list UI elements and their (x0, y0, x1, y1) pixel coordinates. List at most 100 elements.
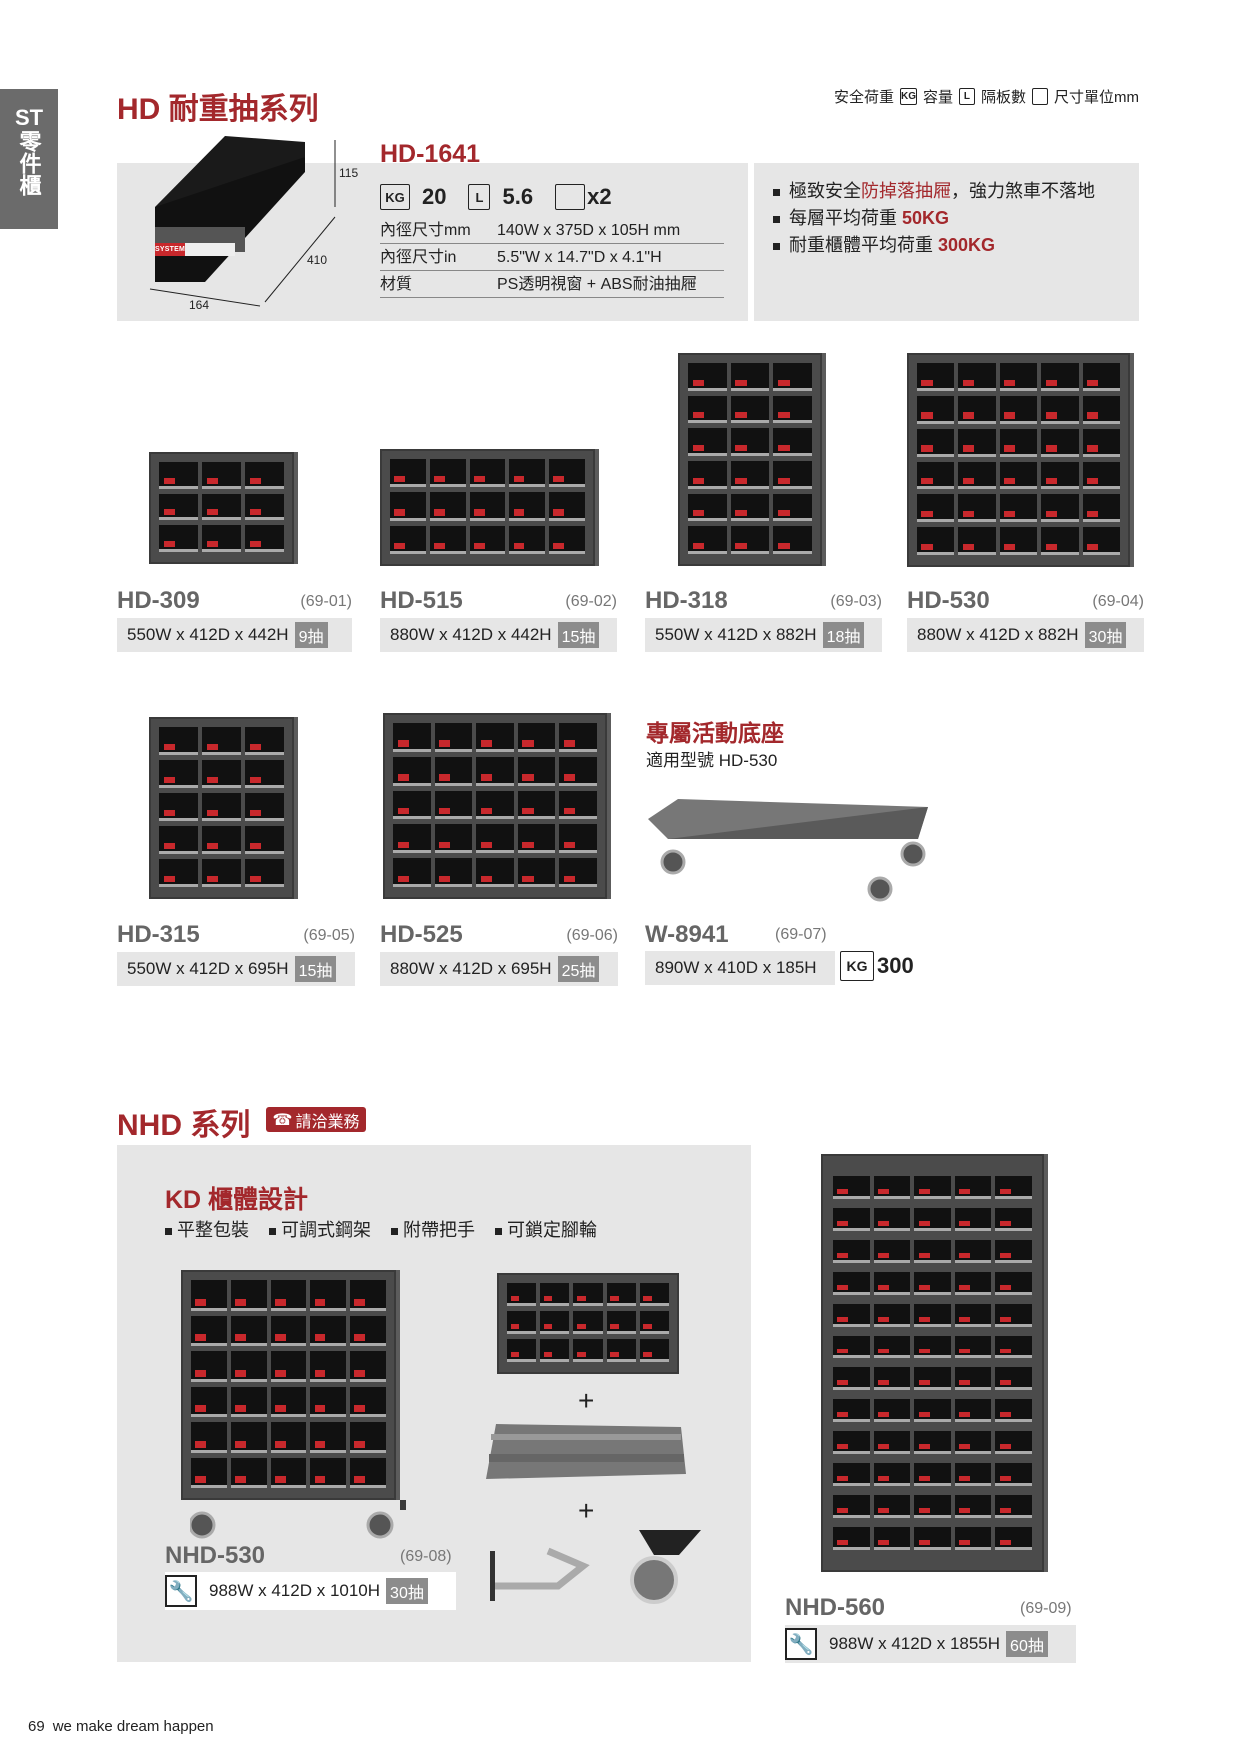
drawer-count-badge: 25抽 (557, 956, 600, 982)
kd-feature-text: 可調式鋼架 (281, 1220, 371, 1240)
spec-text: 880W x 412D x 882H (917, 625, 1079, 644)
drawer (773, 363, 812, 391)
product-model: NHD-530 (165, 1542, 266, 1569)
divider-icon (555, 184, 586, 210)
drawer (773, 460, 812, 489)
drawer (159, 493, 198, 521)
drawer (469, 492, 506, 521)
drawer (873, 1207, 911, 1231)
drawer (914, 1335, 951, 1359)
drawer (995, 1431, 1032, 1455)
feature-item: 每層平均荷重 50KG (773, 205, 1095, 232)
drawer (995, 1463, 1032, 1487)
drawer (917, 461, 955, 490)
drawer (310, 1351, 347, 1382)
feature-text: 極致安全 (789, 181, 861, 201)
drawer (873, 1271, 911, 1295)
drawer (390, 525, 426, 554)
bin-image (145, 132, 345, 310)
drawer (833, 1495, 870, 1519)
kd-feature-text: 平整包裝 (177, 1220, 249, 1240)
drawer-count-badge: 18抽 (822, 622, 865, 648)
side-tab-label: 零件櫃 (16, 130, 42, 196)
drawer (540, 1311, 570, 1334)
drawer (1082, 461, 1120, 490)
kg-icon: KG (840, 951, 874, 981)
drawer (873, 1527, 911, 1550)
drawer (917, 494, 955, 523)
drawer (270, 1422, 307, 1453)
drawer (517, 790, 556, 820)
spec-value: 5.5"W x 14.7"D x 4.1"H (497, 249, 662, 266)
drawer (833, 1271, 870, 1295)
drawer (873, 1239, 911, 1263)
drawer (773, 395, 812, 424)
drawer (958, 527, 996, 555)
drawer (517, 824, 556, 854)
drawer (469, 459, 506, 488)
drawer (159, 793, 198, 821)
kd-feature: 可鎖定腳輪 (495, 1217, 597, 1244)
drawer (995, 1335, 1032, 1359)
drawer (476, 756, 514, 786)
bin-dividers: x2 (587, 184, 612, 209)
drawer (159, 859, 198, 887)
drawer (350, 1351, 386, 1382)
drawer (350, 1422, 386, 1453)
drawer (191, 1457, 227, 1488)
drawer (549, 492, 585, 521)
product-model: HD-515 (380, 587, 463, 614)
drawer (833, 1463, 870, 1487)
drawer (549, 525, 585, 554)
drawer-count-badge: 60抽 (1006, 1631, 1048, 1657)
drawer (509, 525, 546, 554)
contact-sales-badge: ☎請洽業務 (266, 1107, 366, 1132)
drawer (270, 1315, 307, 1346)
drawer (954, 1335, 992, 1359)
feature-text: ，強力煞車不落地 (951, 181, 1095, 201)
drawer (995, 1271, 1032, 1295)
drawer (917, 363, 955, 391)
drawer (958, 428, 996, 457)
spec-label: 材質 (380, 276, 413, 293)
drawer (914, 1463, 951, 1487)
drawer (429, 492, 466, 521)
drawer (245, 859, 284, 887)
drawer (917, 428, 955, 457)
product-model: HD-315 (117, 921, 200, 948)
drawer (999, 494, 1038, 523)
product-code: (69-03) (830, 593, 882, 610)
badge-text: 請洽業務 (295, 1113, 360, 1131)
drawer (507, 1339, 537, 1362)
drawer (914, 1495, 951, 1519)
feature-highlight: 50KG (902, 208, 950, 228)
product-model: HD-525 (380, 921, 463, 948)
drawer (873, 1335, 911, 1359)
cabinet-image-nhd-530 (181, 1270, 396, 1500)
drawer (773, 428, 812, 456)
drawer (833, 1239, 870, 1263)
drawer (873, 1176, 911, 1199)
drawer (559, 824, 597, 854)
drawer (559, 723, 597, 752)
drawer (434, 756, 473, 786)
cabinet-image-hd-315 (149, 717, 294, 899)
drawer (873, 1495, 911, 1519)
drawer (202, 462, 241, 489)
drawer (995, 1495, 1032, 1519)
drawer (995, 1176, 1032, 1199)
drawer (639, 1311, 669, 1334)
drawer (507, 1283, 537, 1306)
cabinet-image-nhd-560 (821, 1154, 1044, 1572)
handle-image (488, 1541, 592, 1610)
feature-highlight: 防掉落抽屜 (861, 181, 951, 201)
feature-item: 極致安全防掉落抽屜，強力煞車不落地 (773, 178, 1095, 205)
drawer (245, 793, 284, 821)
drawer (1041, 363, 1079, 391)
